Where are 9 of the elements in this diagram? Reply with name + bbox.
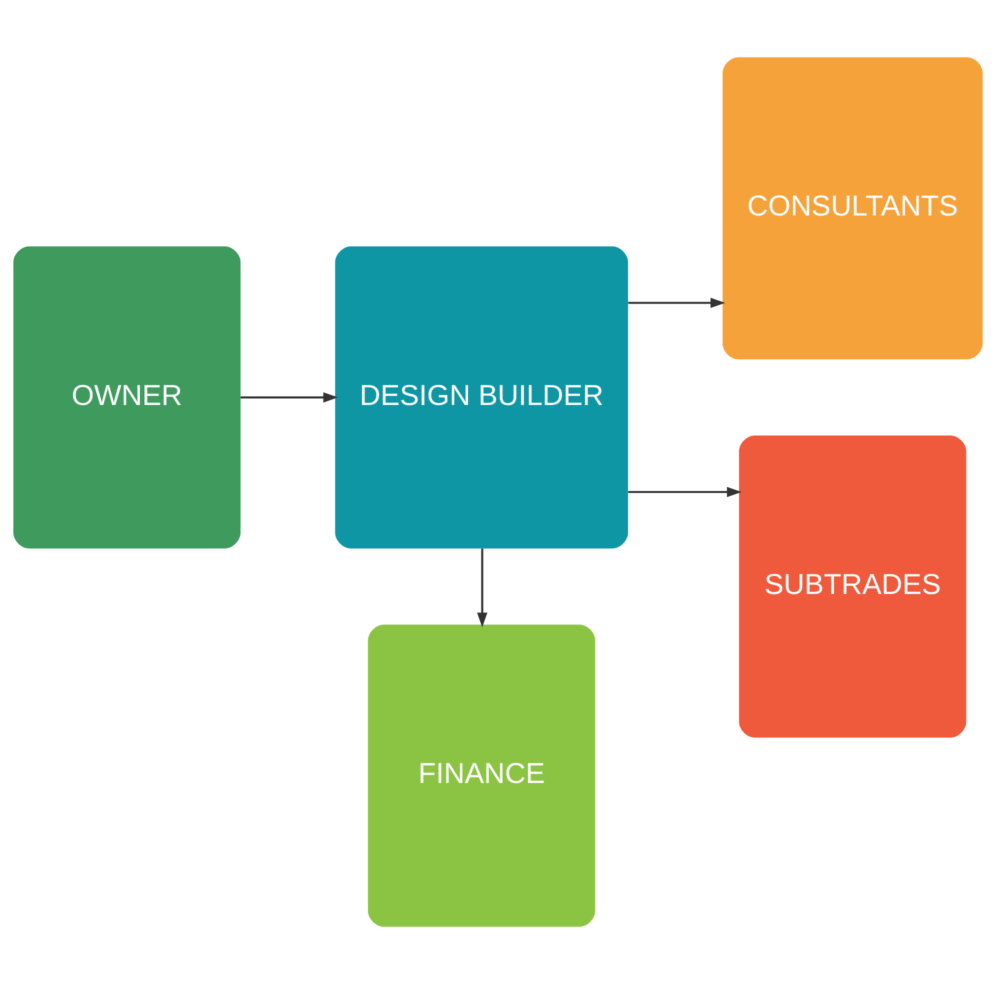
node-box: DESIGN BUILDER [335,246,628,548]
arrow [628,486,742,497]
node-box: FINANCE [368,624,596,926]
node-box: CONSULTANTS [722,56,983,359]
arrow [477,548,488,627]
arrow [628,297,726,308]
arrow [240,392,338,402]
node-box: OWNER [13,246,241,548]
node-box: SUBTRADES [739,435,966,738]
